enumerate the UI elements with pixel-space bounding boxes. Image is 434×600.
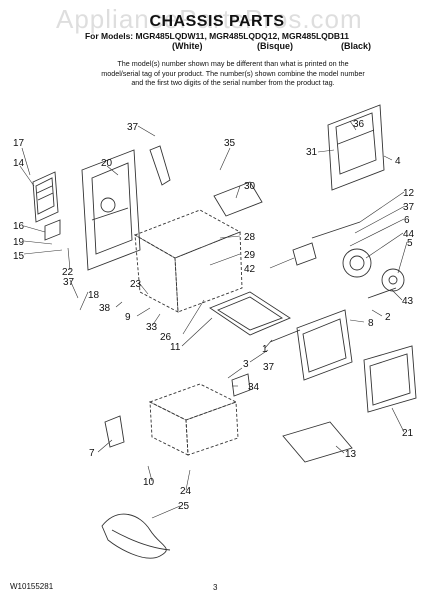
callout-12: 12: [403, 188, 415, 199]
part-bracket-42: [292, 242, 317, 266]
color-black: (Black): [341, 41, 372, 51]
callout-10: 10: [143, 477, 155, 488]
part-drawer-tray: [282, 421, 353, 463]
callout-16: 16: [13, 221, 25, 232]
callout-31: 31: [306, 147, 318, 158]
callout-37: 37: [127, 122, 139, 133]
callout-15: 15: [13, 251, 25, 262]
callout-3: 3: [243, 359, 249, 370]
model-list: For Models: MGR485LQDW11, MGR485LQDQ12, …: [84, 31, 350, 41]
page-number: 3: [213, 583, 218, 592]
part-hinge-35: [149, 145, 171, 186]
callout-14: 14: [13, 158, 25, 169]
callout-38: 38: [99, 303, 111, 314]
part-lower-box: [148, 383, 239, 456]
callout-37b: 37: [403, 202, 415, 213]
callout-33: 33: [146, 322, 158, 333]
callout-24: 24: [180, 486, 192, 497]
callout-37c: 37: [63, 277, 75, 288]
callout-36: 36: [353, 119, 365, 130]
callout-30: 30: [244, 181, 256, 192]
callout-26: 26: [160, 332, 172, 343]
callout-13: 13: [345, 449, 357, 460]
color-white: (White): [172, 41, 203, 51]
model-note: The model(s) number shown may be differe…: [101, 59, 365, 87]
part-bracket-34: [231, 373, 251, 397]
callout-22: 22: [62, 267, 74, 278]
page-title: CHASSIS PARTS: [149, 13, 285, 30]
callout-20: 20: [101, 158, 113, 169]
callout-11: 11: [170, 342, 181, 353]
callout-21: 21: [402, 428, 414, 439]
color-bisque: (Bisque): [257, 41, 293, 51]
part-door-frame: [296, 309, 353, 381]
document-number: W10155281: [10, 582, 54, 591]
part-gasket: [363, 345, 417, 413]
part-gasket-inner: [369, 353, 411, 406]
callout-7: 7: [89, 448, 95, 459]
callout-6: 6: [404, 215, 410, 226]
callout-18: 18: [88, 290, 100, 301]
callout-44: 44: [403, 229, 415, 240]
part-bracket-16: [44, 219, 61, 241]
callout-17: 17: [13, 138, 25, 149]
part-oven-chassis: [133, 209, 243, 313]
callout-1: 1: [262, 344, 268, 355]
part-strap-30: [213, 181, 263, 217]
callout-28: 28: [244, 232, 256, 243]
part-bracket-7: [104, 415, 125, 448]
part-fan-blade: [381, 268, 405, 292]
callout-37d: 37: [263, 362, 275, 373]
part-door-trim: [209, 291, 291, 336]
part-wire-harness: [101, 513, 167, 559]
callout-29: 29: [244, 250, 256, 261]
part-back-panel: [81, 149, 141, 271]
callout-43: 43: [402, 296, 414, 307]
callout-5: 5: [407, 238, 413, 249]
callout-25: 25: [178, 501, 190, 512]
callout-34: 34: [248, 382, 260, 393]
part-fan-motor: [342, 248, 372, 278]
callout-8: 8: [368, 318, 374, 329]
callout-4: 4: [395, 156, 401, 167]
callout-23: 23: [130, 279, 142, 290]
callout-19: 19: [13, 237, 25, 248]
callout-2: 2: [385, 312, 391, 323]
callout-35: 35: [224, 138, 236, 149]
callout-42: 42: [244, 264, 256, 275]
part-control-box: [32, 171, 59, 223]
callout-9: 9: [125, 312, 131, 323]
part-top-panel: [327, 104, 385, 191]
